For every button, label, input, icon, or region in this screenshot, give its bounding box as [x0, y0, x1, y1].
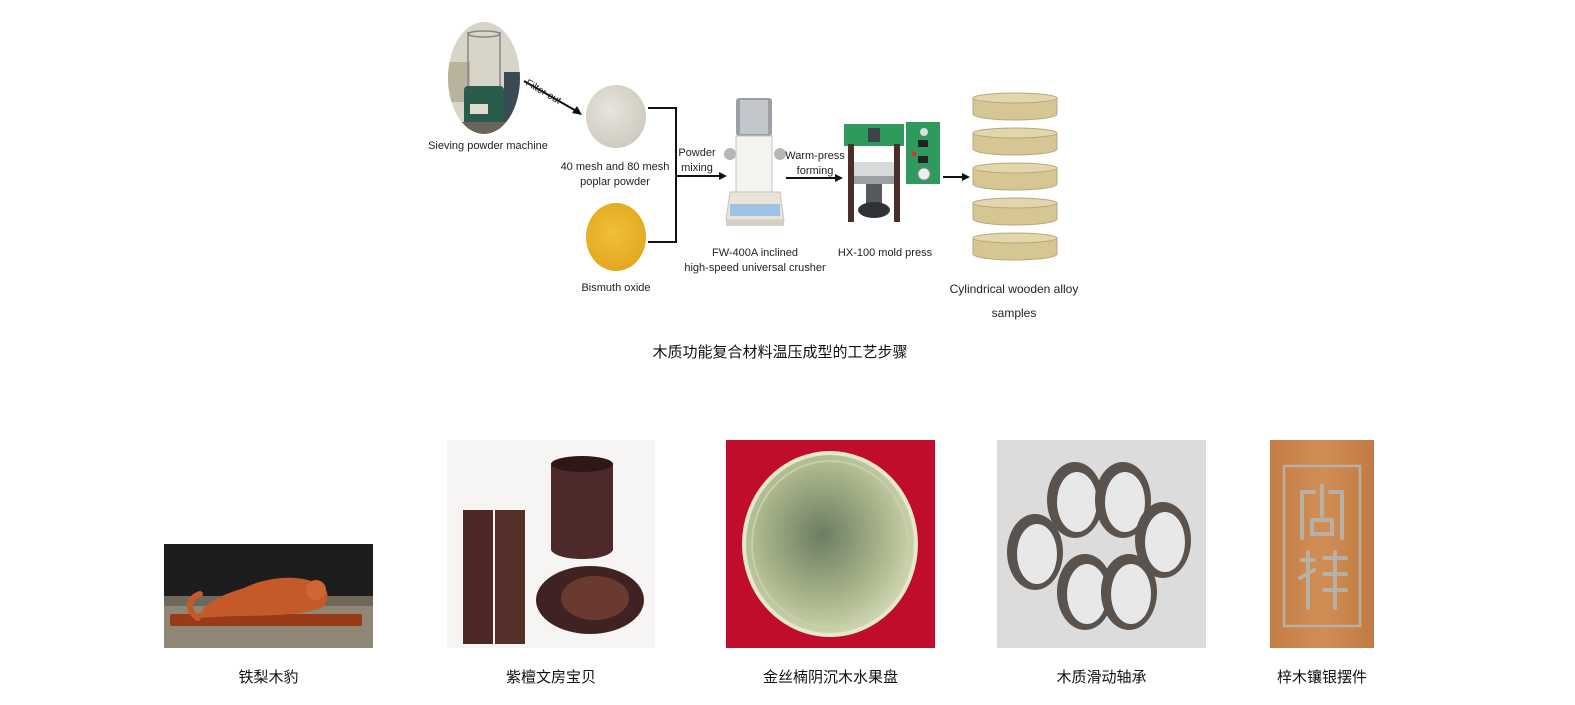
gallery-caption-2: 紫檀文房宝贝 [505, 668, 596, 686]
sample-discs [971, 90, 1061, 272]
samples-label-line1: Cylindrical wooden alloy [949, 282, 1079, 296]
gallery-caption-1: 铁梨木豹 [238, 668, 299, 686]
sieving-machine-image [448, 22, 520, 134]
warm-press-arrow [786, 172, 844, 184]
poplar-powder-label-line2: poplar powder [580, 176, 650, 188]
red-sandalwood-study-set-image [447, 440, 655, 648]
wooden-bearings-image [997, 440, 1206, 648]
sample-disc [972, 197, 1058, 226]
crusher-label-line2: high-speed universal crusher [684, 262, 826, 274]
process-figure: Sieving powder machine Filter out 40 mes… [420, 10, 1100, 330]
sample-disc [972, 127, 1058, 156]
nanmu-fruit-tray-image [726, 440, 935, 648]
warm-press-label-line1: Warm-press [785, 150, 845, 162]
gallery-caption-5: 梓木镶银摆件 [1276, 668, 1367, 686]
sieving-machine-label: Sieving powder machine [428, 140, 548, 152]
sample-disc [972, 162, 1058, 191]
sample-disc [972, 92, 1058, 121]
powder-mixing-label-line2: mixing [681, 162, 713, 174]
to-samples-arrow [943, 171, 971, 183]
crusher-image [722, 96, 788, 232]
poplar-powder-image [586, 85, 646, 148]
bismuth-oxide-label: Bismuth oxide [581, 282, 651, 294]
catalpa-silver-inlay-image [1270, 440, 1374, 648]
crusher-label-line1: FW-400A inclined [711, 247, 798, 259]
process-figure-caption: 木质功能复合材料温压成型的工艺步骤 [652, 343, 908, 361]
mold-press-label: HX-100 mold press [837, 247, 933, 259]
gallery-caption-3: 金丝楠阴沉木水果盘 [762, 668, 898, 686]
gallery-caption-4: 木质滑动轴承 [1056, 668, 1147, 686]
warm-press-label-line2: forming [796, 165, 834, 177]
ironwood-leopard-image [164, 544, 373, 648]
powder-mixing-label-line1: Powder [678, 147, 716, 159]
mold-press-image [844, 122, 944, 226]
poplar-powder-label-line1: 40 mesh and 80 mesh [560, 161, 670, 173]
samples-label-line2: samples [991, 306, 1037, 320]
bismuth-oxide-image [586, 203, 646, 271]
filter-out-arrow [522, 78, 586, 118]
mixing-bracket-arrow [648, 106, 728, 246]
sample-disc [972, 232, 1058, 261]
